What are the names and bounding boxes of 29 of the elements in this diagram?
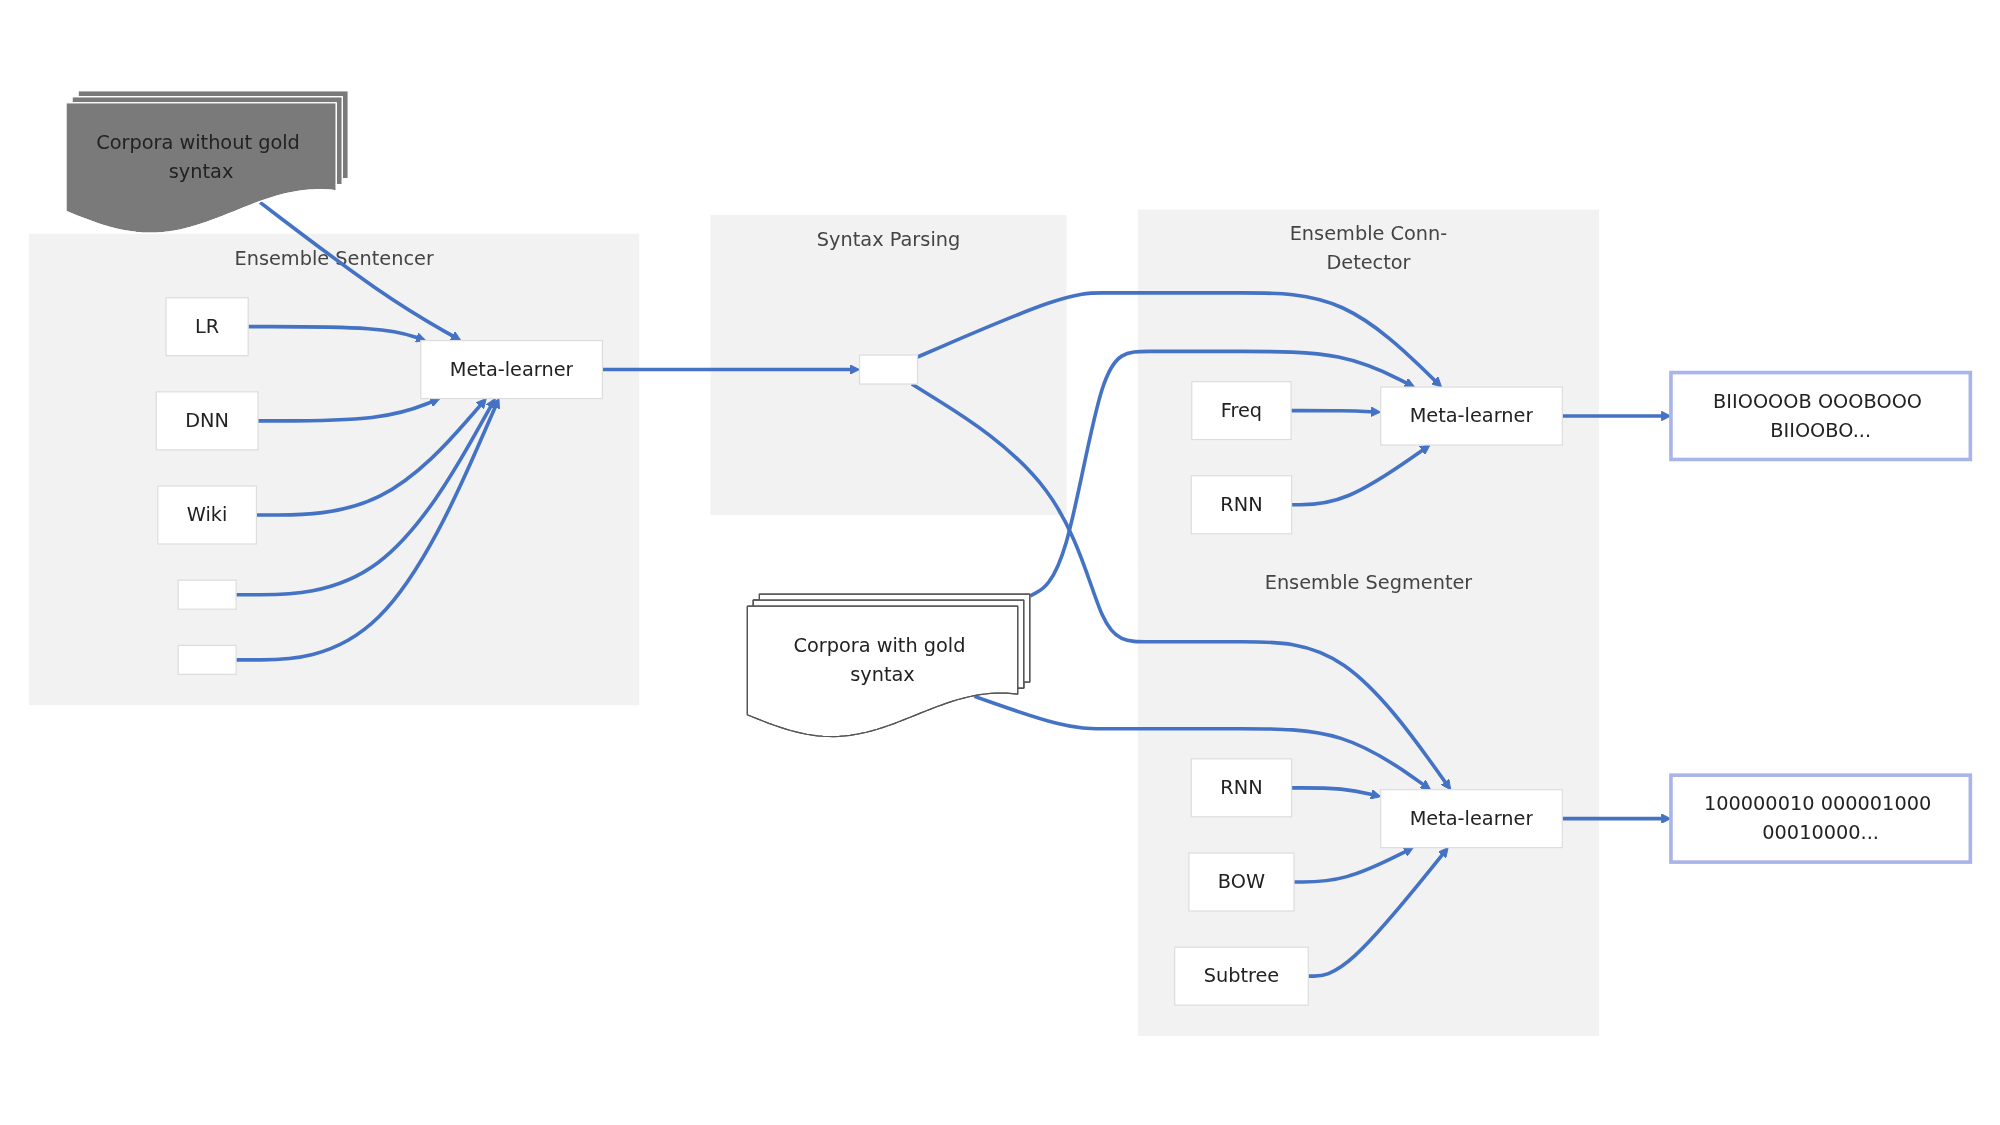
arrow xyxy=(236,397,496,596)
arrow xyxy=(916,290,1443,388)
node-box: Subtree xyxy=(1174,946,1309,1006)
node-box: Wiki xyxy=(157,484,257,545)
arrow xyxy=(1291,444,1431,507)
arrow xyxy=(1308,846,1449,978)
node-box: Meta-learner xyxy=(1380,788,1563,848)
arrow xyxy=(1294,846,1414,884)
node-box: 100000010 000001000 00010000... xyxy=(1669,772,1973,864)
node-box xyxy=(177,644,237,675)
node-box: LR xyxy=(165,296,249,356)
node-box: Freq xyxy=(1191,380,1292,440)
arrow xyxy=(910,382,1452,790)
arrow xyxy=(259,200,462,341)
node-box: RNN xyxy=(1190,474,1293,534)
node-box: Meta-learner xyxy=(1380,385,1563,446)
node-box xyxy=(177,579,237,610)
arrow xyxy=(236,397,500,662)
arrow xyxy=(1029,349,1415,597)
arrow xyxy=(973,694,1432,790)
cluster: Syntax Parsing xyxy=(710,214,1067,515)
node-box: BIIOOOOB OOOBOOO BIIOOBO... xyxy=(1669,370,1973,461)
node-box: DNN xyxy=(155,390,259,450)
node-box: BOW xyxy=(1188,851,1295,912)
node-box: Meta-learner xyxy=(420,339,604,399)
arrow xyxy=(248,324,427,343)
node-box: RNN xyxy=(1190,757,1293,817)
arrow xyxy=(256,397,487,517)
node-box xyxy=(858,353,919,385)
